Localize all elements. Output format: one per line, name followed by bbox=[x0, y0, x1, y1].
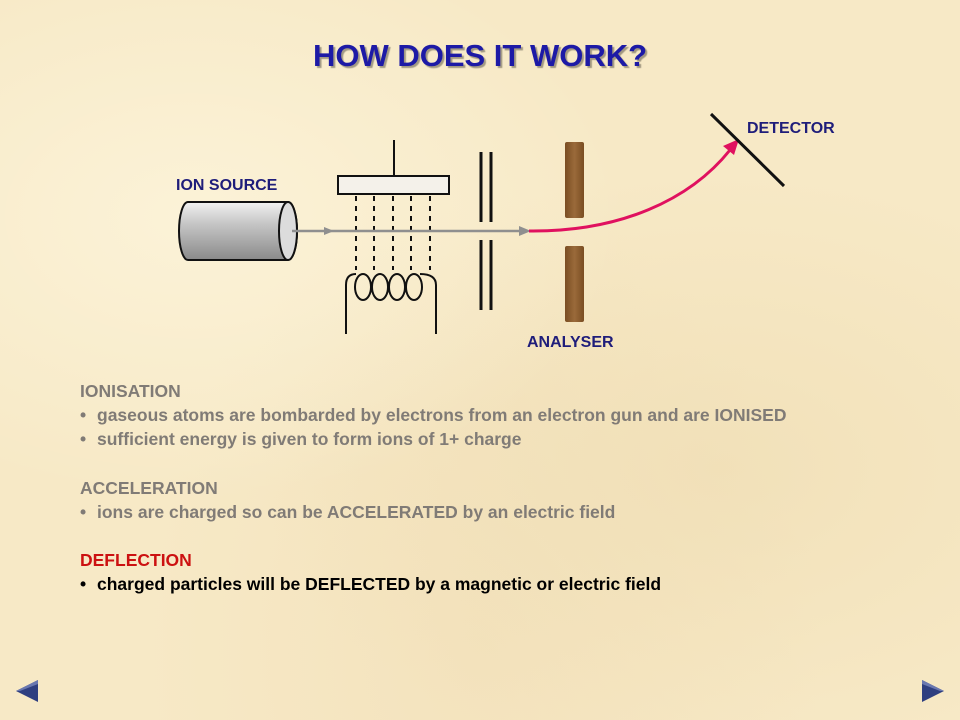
acceleration-section: ACCELERATION • ions are charged so can be… bbox=[80, 476, 615, 524]
ion-source-cylinder bbox=[178, 201, 298, 261]
bullet-text: sufficient energy is given to form ions … bbox=[97, 429, 522, 449]
analyser-label: ANALYSER bbox=[527, 334, 614, 351]
detector-label: DETECTOR bbox=[747, 120, 835, 137]
bullet-text: ions are charged so can be ACCELERATED b… bbox=[97, 502, 616, 522]
ion-source-label: ION SOURCE bbox=[176, 177, 278, 194]
ion-beam-arrow bbox=[292, 226, 531, 236]
deflected-ion-path bbox=[528, 139, 739, 233]
slide-title: HOW DOES IT WORK? bbox=[312, 38, 648, 73]
deflection-heading: DEFLECTION bbox=[80, 550, 192, 570]
analyser-magnet bbox=[565, 142, 584, 322]
electron-beams bbox=[355, 196, 431, 270]
bullet-text: gaseous atoms are bombarded by electrons… bbox=[97, 405, 787, 425]
bullet-dot: • bbox=[80, 429, 87, 449]
electron-gun-plate bbox=[337, 140, 450, 195]
ionisation-heading: IONISATION bbox=[80, 381, 181, 401]
bullet-dot: • bbox=[80, 405, 87, 425]
deflection-section: DEFLECTION • charged particles will be DE… bbox=[80, 548, 661, 596]
bullet-dot: • bbox=[80, 574, 87, 594]
detector-plate bbox=[709, 112, 786, 188]
acceleration-heading: ACCELERATION bbox=[80, 478, 218, 498]
ionisation-section: IONISATION • gaseous atoms are bombarded … bbox=[80, 379, 786, 451]
bullet-dot: • bbox=[80, 502, 87, 522]
bullet-text: charged particles will be DEFLECTED by a… bbox=[97, 574, 662, 594]
triangle-left-icon[interactable] bbox=[14, 678, 40, 704]
deflection-bullet-1: • charged particles will be DEFLECTED by … bbox=[80, 572, 661, 596]
triangle-right-icon[interactable] bbox=[920, 678, 946, 704]
ionisation-bullet-1: • gaseous atoms are bombarded by electron… bbox=[80, 403, 786, 427]
accelerating-plates bbox=[479, 152, 493, 310]
filament-coil bbox=[345, 273, 437, 334]
acceleration-bullet-1: • ions are charged so can be ACCELERATED … bbox=[80, 500, 615, 524]
ionisation-bullet-2: • sufficient energy is given to form ions… bbox=[80, 427, 786, 451]
